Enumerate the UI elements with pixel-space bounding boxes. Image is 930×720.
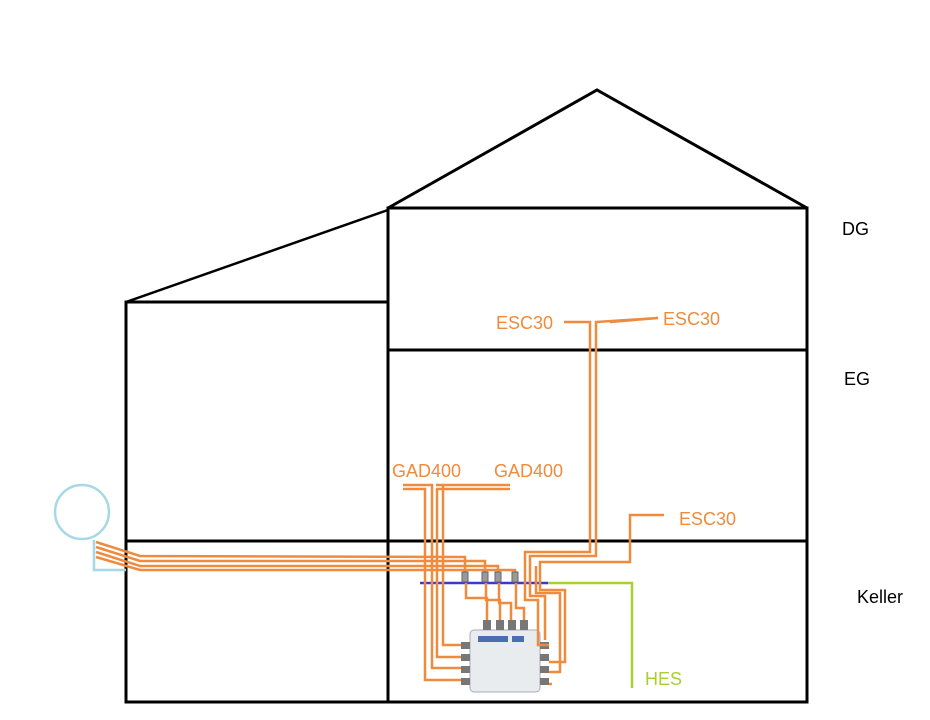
multiswitch xyxy=(461,620,549,693)
floor-label-keller: Keller xyxy=(857,587,904,607)
gad400-right-label: GAD400 xyxy=(494,461,564,481)
input-cables xyxy=(464,583,526,620)
hes-cable xyxy=(548,581,634,688)
gad400-left-label: GAD400 xyxy=(392,461,462,481)
ground-connectors xyxy=(461,571,519,583)
satellite-dish-icon xyxy=(53,483,126,572)
floor-label-eg: EG xyxy=(844,369,871,389)
hes-label: HES xyxy=(645,669,683,689)
floor-label-dg: DG xyxy=(842,219,869,239)
esc30-dg-right-label: ESC30 xyxy=(663,309,721,329)
output-cables xyxy=(403,316,664,686)
lnb-cables xyxy=(95,540,517,572)
esc30-dg-left-label: ESC30 xyxy=(496,313,554,333)
house-walls xyxy=(124,88,809,704)
esc30-eg-label: ESC30 xyxy=(679,509,737,529)
